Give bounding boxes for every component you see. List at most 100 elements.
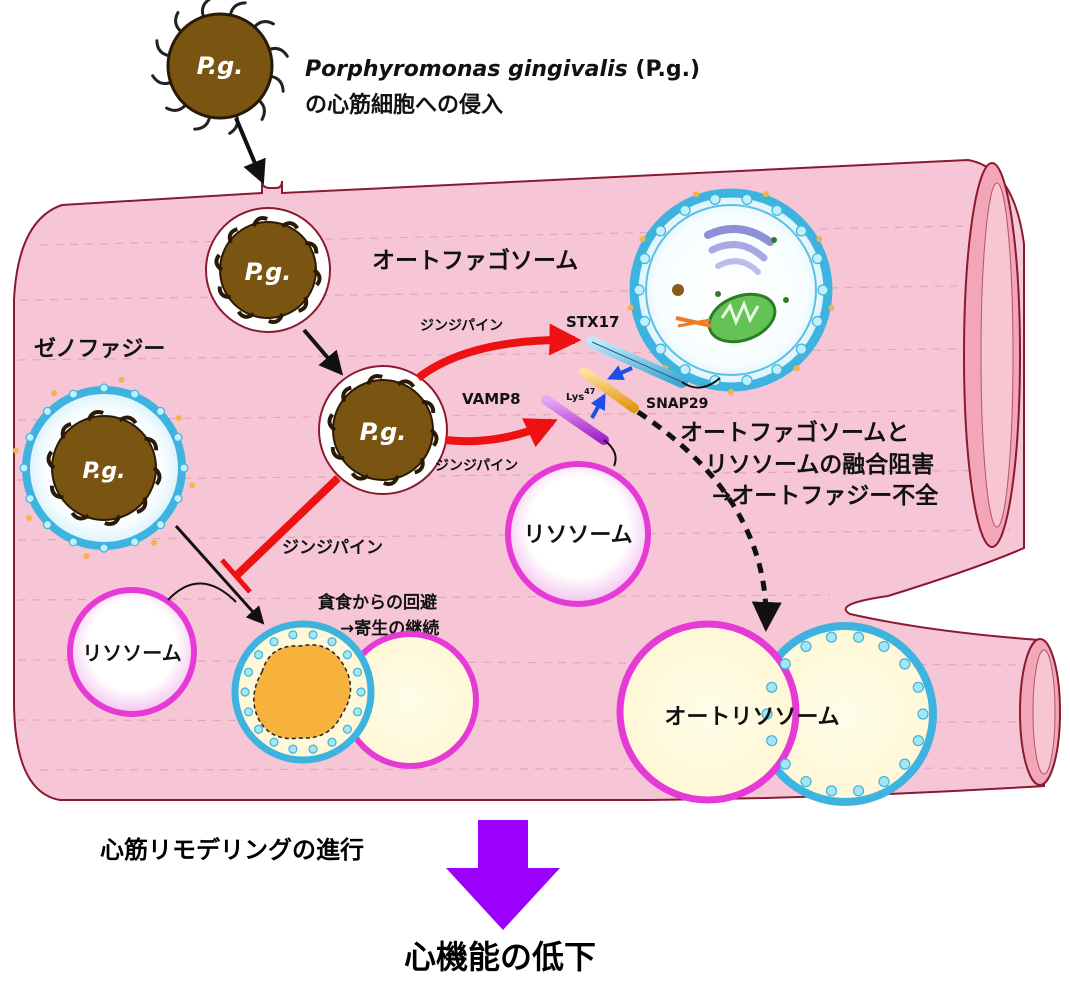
membrane-bead bbox=[356, 687, 366, 697]
fimbria bbox=[46, 450, 56, 470]
membrane-bead bbox=[917, 708, 929, 720]
cell-end-top-inner bbox=[980, 182, 1014, 528]
fimbria bbox=[144, 436, 159, 451]
membrane-bead bbox=[852, 785, 865, 797]
membrane-bead bbox=[825, 785, 838, 797]
autolysosome-label: オートリソソーム bbox=[664, 705, 839, 730]
membrane-bead bbox=[779, 758, 791, 770]
membrane-bead bbox=[741, 193, 753, 205]
fimbria bbox=[281, 221, 300, 230]
fimbria bbox=[251, 215, 269, 227]
autolysosome: オートリソソーム bbox=[616, 620, 937, 806]
gingipain-arrow-vamp8 bbox=[444, 418, 558, 448]
membrane-dot bbox=[793, 365, 800, 372]
pg-label-entry: P.g. bbox=[245, 258, 292, 286]
membrane-bead bbox=[288, 744, 298, 754]
arrow-to-phagosome2 bbox=[302, 328, 344, 376]
membrane-bead bbox=[253, 650, 264, 660]
membrane-bead bbox=[679, 204, 691, 216]
membrane-bead bbox=[269, 737, 279, 747]
fimbria bbox=[118, 415, 138, 425]
fimbria bbox=[227, 227, 239, 244]
fimbria bbox=[60, 422, 72, 440]
membrane-bead bbox=[327, 737, 337, 747]
membrane-bead bbox=[817, 284, 829, 296]
lysosome-center: リソソーム bbox=[505, 461, 651, 607]
fimbria bbox=[327, 413, 337, 432]
stx17-label: STX17 bbox=[566, 313, 619, 331]
membrane-bead bbox=[654, 225, 667, 237]
membrane-bead bbox=[912, 681, 924, 693]
membrane-bead bbox=[654, 343, 667, 355]
membrane-bead bbox=[42, 519, 53, 530]
title-line1: Porphyromonas gingivalis (P.g.) bbox=[305, 57, 700, 82]
membrane-bead bbox=[25, 432, 35, 442]
membrane-dot bbox=[83, 553, 90, 560]
xenophagosome: P.g. bbox=[12, 376, 196, 560]
title-line2: の心筋細胞への侵入 bbox=[305, 92, 503, 118]
membrane-bead bbox=[352, 667, 363, 677]
membrane-dot bbox=[728, 389, 734, 395]
membrane-bead bbox=[269, 637, 279, 647]
membrane-bead bbox=[638, 315, 651, 328]
gingipain-arrow-stx17 bbox=[415, 323, 582, 382]
gingipain-label-3: ジンジパイン bbox=[282, 538, 383, 558]
membrane-bead bbox=[155, 406, 166, 417]
blue-arrow-vamp8 bbox=[590, 393, 606, 419]
membrane-bead bbox=[771, 364, 783, 376]
membrane-bead bbox=[130, 537, 140, 547]
fimbria bbox=[330, 447, 345, 461]
membrane-bead bbox=[68, 537, 78, 547]
membrane-bead bbox=[878, 775, 890, 788]
lysosome-left-label: リソソーム bbox=[82, 641, 181, 665]
membrane-bead bbox=[342, 724, 353, 734]
snap29-label: SNAP29 bbox=[646, 396, 708, 412]
membrane-bead bbox=[327, 637, 337, 647]
arrow-invasion bbox=[234, 117, 266, 185]
membrane-bead bbox=[173, 494, 183, 504]
membrane-bead bbox=[179, 463, 189, 473]
membrane-dot bbox=[816, 236, 823, 242]
membrane-bead bbox=[800, 775, 812, 788]
membrane-bead bbox=[25, 494, 35, 504]
membrane-bead bbox=[679, 364, 691, 376]
fimbria bbox=[312, 268, 322, 287]
membrane-bead bbox=[99, 543, 109, 553]
fimbria bbox=[49, 485, 64, 500]
autophagosome bbox=[627, 188, 835, 395]
membrane-dot bbox=[118, 376, 125, 383]
membrane-dot bbox=[693, 191, 700, 198]
stx17-tether bbox=[681, 377, 721, 389]
membrane-bead bbox=[253, 724, 264, 734]
lysosome-left: リソソーム bbox=[67, 587, 197, 717]
membrane-bead bbox=[243, 707, 254, 717]
fimbria bbox=[429, 428, 439, 447]
membrane-bead bbox=[352, 707, 363, 717]
membrane-bead bbox=[99, 383, 109, 393]
vamp8-label: VAMP8 bbox=[462, 390, 521, 408]
blue-arrow-stx17 bbox=[607, 365, 633, 380]
fimbria bbox=[267, 313, 285, 325]
fimbria bbox=[341, 385, 352, 403]
gingipain-inhibit-xenophagy bbox=[233, 475, 341, 579]
membrane-bead bbox=[766, 735, 778, 747]
membrane-bead bbox=[741, 375, 753, 387]
membrane-bead bbox=[709, 193, 721, 205]
membrane-bead bbox=[288, 630, 298, 640]
membrane-bead bbox=[638, 252, 651, 265]
membrane-dot bbox=[12, 447, 19, 454]
fimbria bbox=[383, 474, 400, 486]
fimbria bbox=[305, 240, 319, 254]
membrane-bead bbox=[795, 225, 808, 237]
membrane-bead bbox=[68, 389, 78, 399]
pg-label-xeno: P.g. bbox=[83, 459, 126, 484]
vamp8-tether bbox=[603, 439, 617, 467]
gingipain-label-2: ジンジパイン bbox=[435, 458, 518, 474]
fimbria bbox=[236, 310, 255, 319]
membrane-dot bbox=[26, 515, 33, 522]
fimbria bbox=[421, 399, 436, 413]
lysosome-center-label: リソソーム bbox=[523, 523, 632, 548]
inhibit-bar bbox=[220, 558, 252, 594]
membrane-bead bbox=[899, 658, 911, 670]
lys-label: Lys47 bbox=[566, 387, 595, 403]
